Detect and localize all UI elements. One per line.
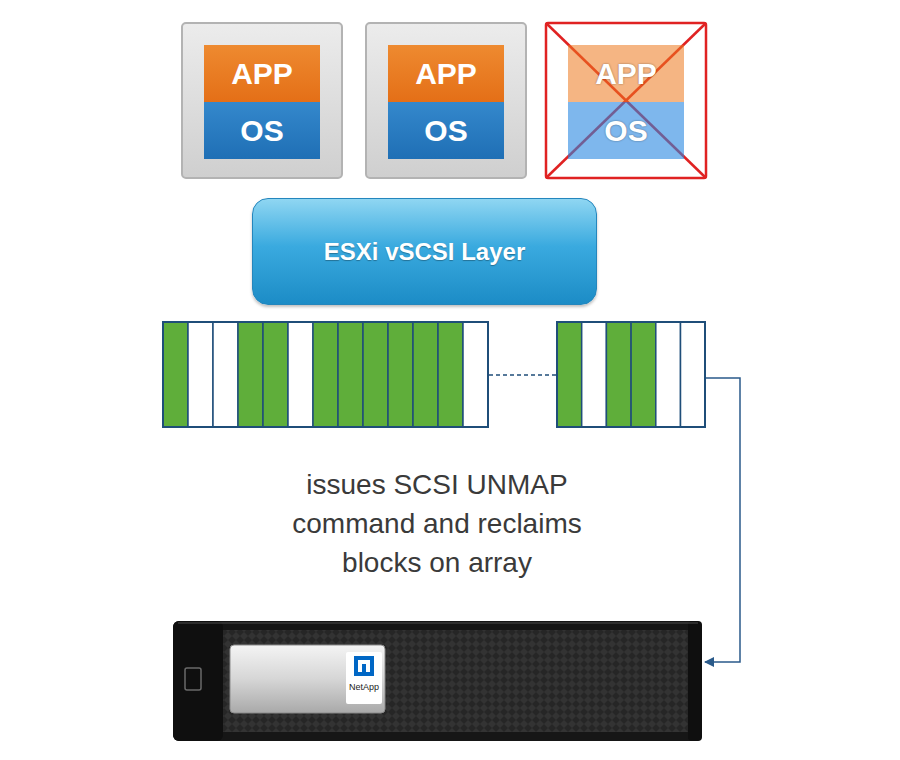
free-block (681, 322, 706, 427)
os-tile-text: OS (424, 114, 467, 147)
array-bezel (230, 645, 385, 713)
used-block (363, 322, 388, 427)
unmap-arrow (705, 378, 740, 662)
continuation-dashes (489, 374, 556, 376)
app-tile-removed-text: APP (595, 57, 657, 90)
array-led (185, 668, 201, 690)
used-block (163, 322, 188, 427)
array-chassis (173, 621, 702, 741)
storage-array (173, 621, 702, 741)
array-ear (173, 621, 223, 741)
free-block (463, 322, 488, 427)
used-block (313, 322, 338, 427)
free-block (582, 322, 607, 427)
os-tile-removed: OS (568, 102, 684, 159)
block-group-border (163, 322, 488, 427)
storage-array-node: NetApp (173, 620, 702, 742)
used-block (263, 322, 288, 427)
array-highlight (178, 623, 698, 624)
logo-badge (346, 652, 382, 704)
used-block (388, 322, 413, 427)
netapp-logo-mark (358, 660, 370, 672)
netapp-logo (354, 656, 374, 676)
block-row (163, 322, 488, 427)
app-tile-text: APP (415, 57, 477, 90)
block-group-border (557, 322, 705, 427)
vscsi-layer-box-text: ESXi vSCSI Layer (324, 236, 525, 267)
unmap-note: issues SCSI UNMAP command and reclaims b… (262, 465, 612, 582)
vm-frame (182, 23, 342, 178)
block-row (557, 322, 705, 427)
app-tile-text: APP (231, 57, 293, 90)
vscsi-layer-box: ESXi vSCSI Layer (252, 198, 597, 305)
free-block (288, 322, 313, 427)
app-tile-removed: APP (568, 45, 684, 102)
used-block (338, 322, 363, 427)
app-tile: APP (204, 45, 320, 102)
storage-array-node-text: NetApp (349, 683, 379, 692)
os-tile: OS (204, 102, 320, 159)
free-block (213, 322, 238, 427)
used-block (631, 322, 656, 427)
cross-line (546, 23, 706, 178)
app-tile: APP (388, 45, 504, 102)
used-block (438, 322, 463, 427)
free-block (656, 322, 681, 427)
vm-frame-removed (546, 23, 706, 178)
used-block (606, 322, 631, 427)
array-ear (688, 621, 702, 741)
os-tile-text: OS (240, 114, 283, 147)
os-tile: OS (388, 102, 504, 159)
array-vents (222, 630, 688, 732)
used-block (413, 322, 438, 427)
used-block (238, 322, 263, 427)
cross-line (546, 23, 706, 178)
used-block (557, 322, 582, 427)
free-block (188, 322, 213, 427)
vm-frames (182, 23, 706, 178)
os-tile-removed-text: OS (604, 114, 647, 147)
vm-frame (366, 23, 526, 178)
